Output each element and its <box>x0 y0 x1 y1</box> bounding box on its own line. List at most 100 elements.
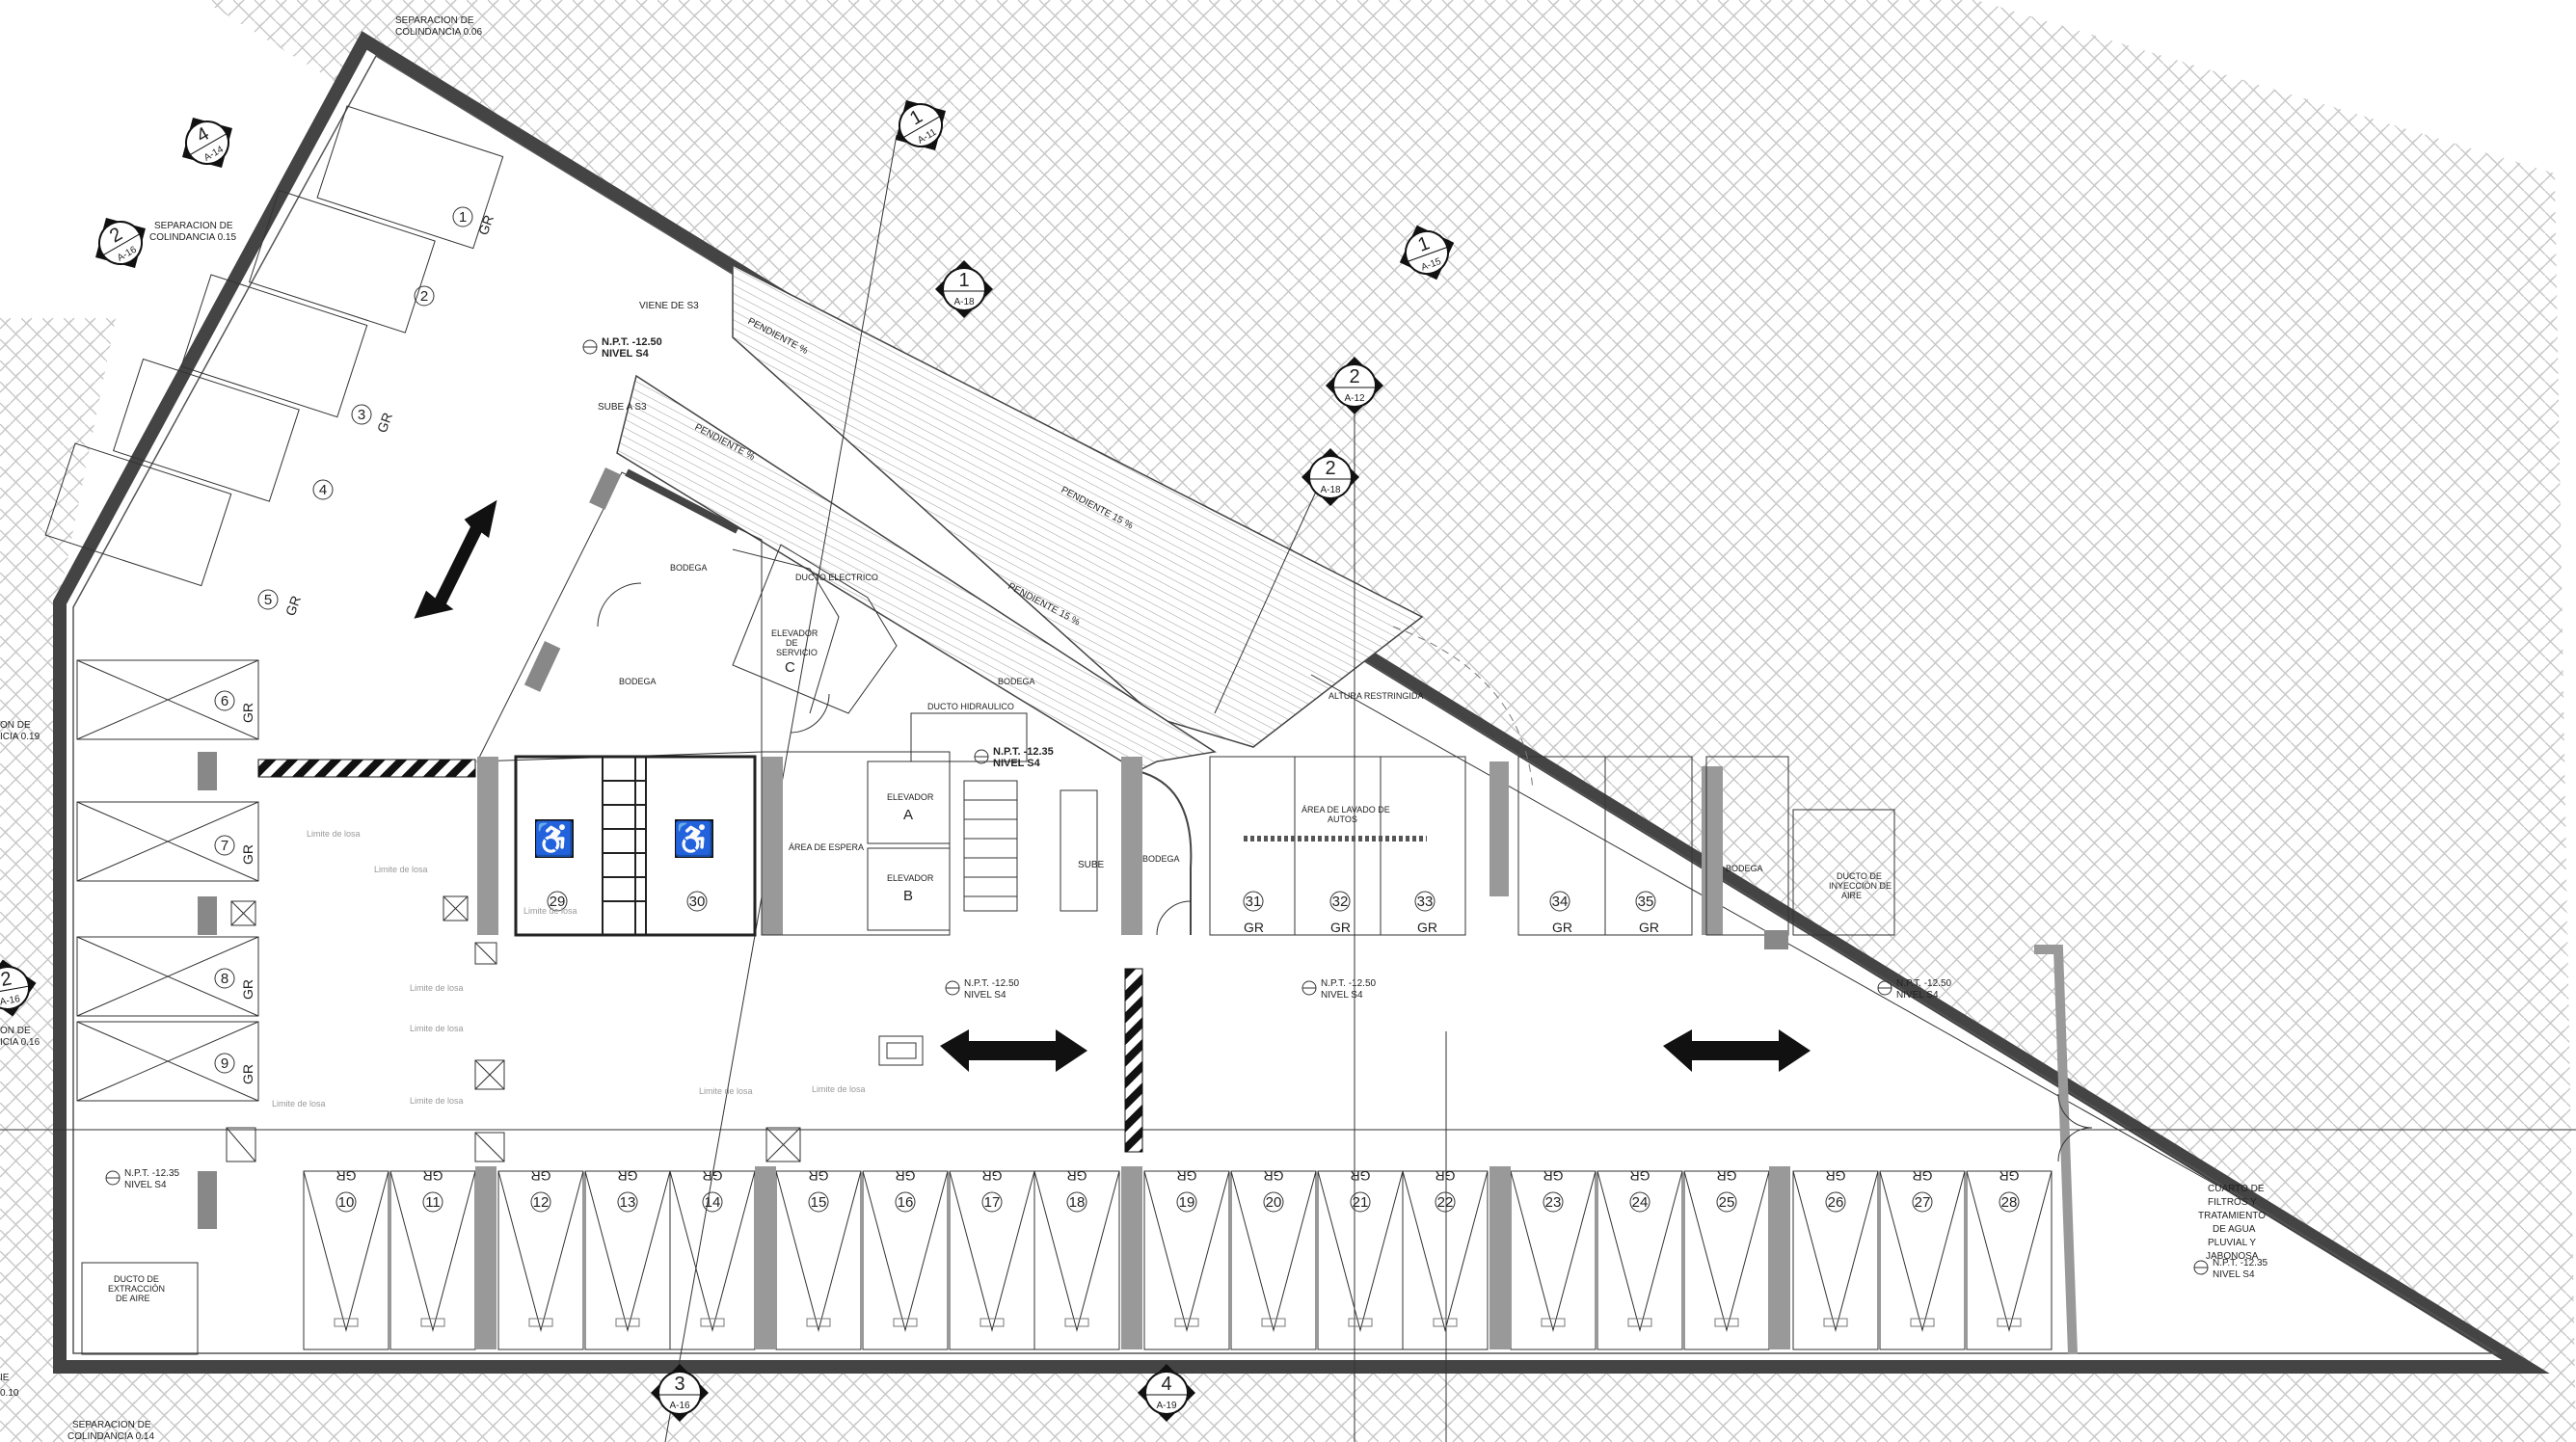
stall-marking <box>1033 1170 1120 1332</box>
separacion-text: ON DE <box>0 1026 31 1036</box>
inner-wall <box>72 54 2500 1354</box>
section-tag-number: 2 <box>1325 458 1335 479</box>
room-label: INYECCIÓN DE <box>1829 881 1892 891</box>
losa-label: Limite de losa <box>812 1084 866 1094</box>
losa-label: Limite de losa <box>410 1096 464 1106</box>
npt-label: N.P.T. -12.50 <box>602 336 662 348</box>
gr-label: GR <box>336 1168 357 1184</box>
section-tag: 1A-11 <box>896 100 946 150</box>
stall-marking <box>1792 1170 1879 1332</box>
stall-marking <box>1597 1170 1683 1332</box>
room-label: ALTURA RESTRINGIDA <box>1328 691 1423 701</box>
parking-number: 3 <box>358 407 365 423</box>
parking-number: 26 <box>1828 1194 1844 1211</box>
wheel-stop <box>615 1318 640 1327</box>
separacion-text: ICIA 0.16 <box>0 1037 40 1048</box>
stall-marking <box>303 1170 389 1332</box>
parking-number: 22 <box>1437 1194 1454 1211</box>
stall-marking <box>949 1170 1035 1332</box>
room-label: AUTOS <box>1328 814 1357 824</box>
section-tag-number: 1 <box>958 270 969 291</box>
wheel-stop <box>528 1318 553 1327</box>
room-label: ELEVADOR <box>887 792 934 802</box>
gr-label: GR <box>982 1168 1003 1184</box>
stall-marking <box>1966 1170 2053 1332</box>
gr-labels-mid: GR GR GR GR GR <box>1244 920 1659 935</box>
parking-number: 5 <box>264 592 272 608</box>
stall-marking <box>1143 1170 1230 1332</box>
section-tag-number: 2 <box>1349 366 1359 387</box>
stall-marking <box>389 1170 476 1332</box>
gr-label: GR <box>1351 1168 1371 1184</box>
parking-bottom: 10GR11GR12GR13GR14GR15GR16GR17GR18GR19GR… <box>303 1168 2053 1350</box>
room-label: BODEGA <box>1726 864 1763 873</box>
nivel-label: NIVEL S4 <box>602 348 650 360</box>
separacion-text: COLINDANCIA 0.06 <box>395 27 482 38</box>
room-letter: A <box>903 807 913 823</box>
room-label: DUCTO ELECTRICO <box>795 573 878 582</box>
nivel-label: NIVEL S4 <box>964 990 1006 1001</box>
parking-mid-numbers: 31 32 33 34 35 <box>1243 891 1656 912</box>
gr-label: GR <box>703 1168 723 1184</box>
gr-label: GR <box>1543 1168 1564 1184</box>
section-tags: 4A-142A-161A-111A-182A-122A-181A-152A-16… <box>0 100 1455 1422</box>
parking-number-circle <box>335 1191 357 1213</box>
parking-stall <box>1143 1170 1230 1350</box>
room-label: EXTRACCIÓN <box>108 1284 165 1294</box>
section-tag: 1A-18 <box>935 260 993 318</box>
parking-stall <box>1230 1170 1317 1350</box>
parking-number: 23 <box>1545 1194 1562 1211</box>
parking-number: 27 <box>1915 1194 1931 1211</box>
parking-number: 29 <box>550 894 566 910</box>
gr-label: GR <box>1177 1168 1197 1184</box>
gr-label: GR <box>896 1168 916 1184</box>
npt-label: N.P.T. -12.35 <box>2213 1258 2268 1268</box>
parking-number-circle <box>895 1191 916 1213</box>
wheel-stop <box>1348 1318 1373 1327</box>
ramp-lower <box>616 374 1218 772</box>
parking-number: 8 <box>221 971 228 987</box>
parking-number: 14 <box>705 1194 721 1211</box>
parking-upper-numbers: 1 2 3 4 5 <box>257 206 473 610</box>
parking-stall <box>497 1170 584 1350</box>
ducto-extraccion-box <box>81 1262 199 1355</box>
losa-labels: Limite de losa Limite de losa Limite de … <box>272 829 866 1108</box>
stall-marking <box>1510 1170 1597 1332</box>
separacion-text: 0.10 <box>0 1388 19 1399</box>
gr-label: GR <box>1264 1168 1284 1184</box>
gr-label: GR <box>475 213 496 237</box>
parking-number: 34 <box>1552 894 1569 910</box>
wheel-stop <box>979 1318 1005 1327</box>
wheel-stop <box>1714 1318 1739 1327</box>
outer-wall <box>53 31 2550 1374</box>
ramp-label: SUBE A S3 <box>598 402 647 413</box>
room-label: FILTROS Y <box>2208 1197 2257 1208</box>
npt-label: N.P.T. -12.35 <box>993 746 1054 758</box>
gr-label: GR <box>374 411 395 435</box>
parking-number: 31 <box>1246 894 1262 910</box>
gr-label: GR <box>1436 1168 1456 1184</box>
room-labels: BODEGA BODEGA BODEGA BODEGA BODEGA DUCTO… <box>108 563 2266 1303</box>
room-label: BODEGA <box>670 563 708 573</box>
right-rooms <box>1705 756 2078 1355</box>
stall-marking <box>775 1170 862 1332</box>
room-label: BODEGA <box>1142 854 1180 864</box>
losa-label: Limite de losa <box>307 829 361 839</box>
parking-number: 15 <box>811 1194 827 1211</box>
wheel-stop <box>420 1318 445 1327</box>
parking-number: 17 <box>984 1194 1001 1211</box>
npt-label: N.P.T. -12.35 <box>124 1168 180 1179</box>
gr-label: GR <box>531 1168 551 1184</box>
parking-left-numbers: 6 7 8 9 <box>214 690 235 1074</box>
room-label: DUCTO HIDRAULICO <box>927 702 1014 711</box>
parking-number: 25 <box>1719 1194 1735 1211</box>
wheel-stop <box>1433 1318 1458 1327</box>
losa-label: Limite de losa <box>410 983 464 993</box>
parking-stall <box>1402 1170 1489 1350</box>
losa-label: Limite de losa <box>523 906 577 916</box>
room-label: CUARTO DE <box>2208 1184 2265 1194</box>
separacion-text: COLINDANCIA 0.15 <box>149 232 236 243</box>
room-label: BODEGA <box>998 677 1035 686</box>
losa-label: Limite de losa <box>374 865 428 874</box>
